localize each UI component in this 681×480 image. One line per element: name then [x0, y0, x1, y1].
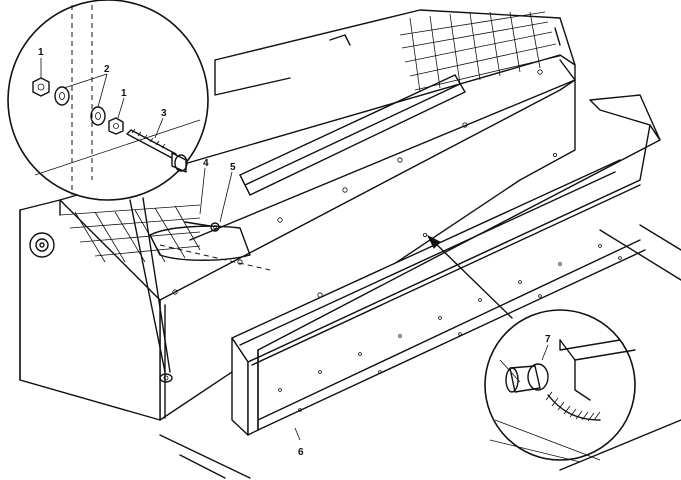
detail-pointer-lines [129, 197, 171, 373]
scraper-blade [231, 94, 661, 436]
callout-5: 5 [230, 162, 236, 173]
callout-1-nut: 1 [38, 47, 44, 58]
washer-part-2 [54, 86, 70, 106]
detail-circle-fitting [484, 309, 636, 463]
callout-1-nut-second: 1 [121, 88, 127, 99]
callout-2-washer: 2 [104, 64, 110, 75]
blade-rivets [278, 152, 622, 412]
mounting-plate [149, 221, 251, 261]
detail-circle-hardware [7, 0, 209, 201]
nut-part-1b [108, 117, 124, 135]
callout-3-bolt: 3 [161, 108, 167, 119]
bolt-part-3 [126, 128, 188, 173]
detail-arrow [426, 234, 513, 319]
grating-rear [399, 11, 561, 93]
grease-fitting-part-7 [499, 359, 549, 393]
callout-6-blade: 6 [298, 447, 304, 458]
callout-4: 4 [203, 158, 209, 169]
callout-7-fitting: 7 [545, 334, 551, 345]
floor-lines [159, 224, 681, 479]
inner-tray [239, 34, 466, 196]
